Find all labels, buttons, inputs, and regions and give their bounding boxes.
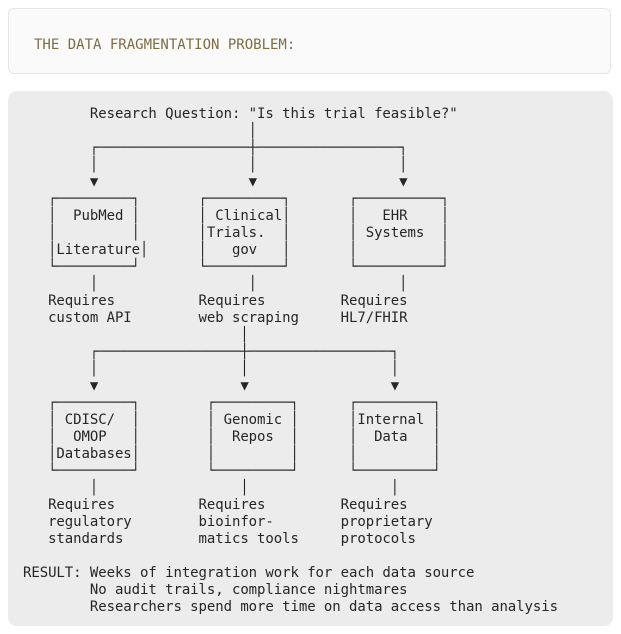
header-card: THE DATA FRAGMENTATION PROBLEM: [8,8,611,74]
section-header: THE DATA FRAGMENTATION PROBLEM: [34,37,296,53]
ascii-flowchart-diagram: Research Question: "Is this trial feasib… [23,106,558,615]
diagram-panel: Research Question: "Is this trial feasib… [8,91,613,626]
